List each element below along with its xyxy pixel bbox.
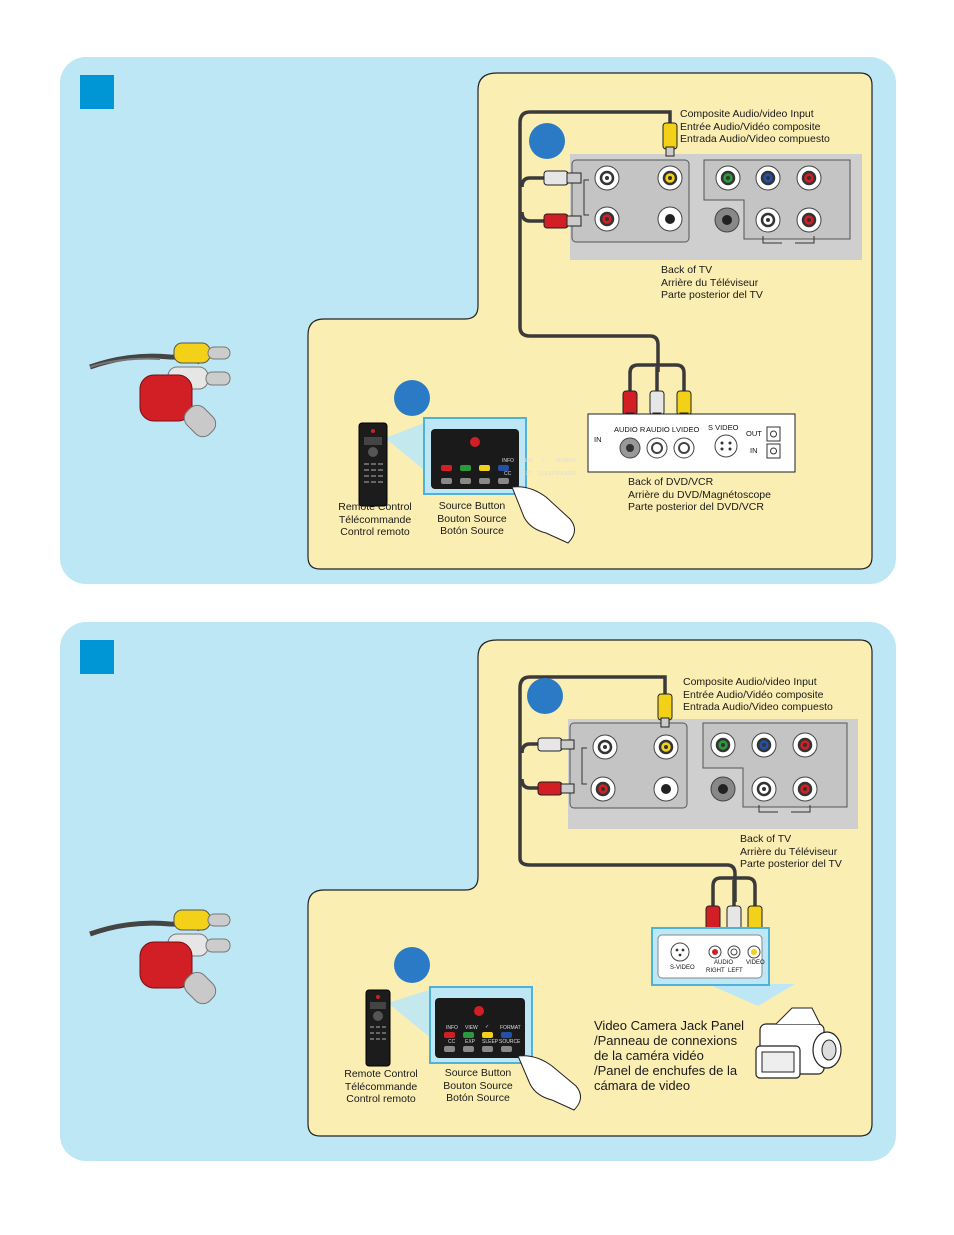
btn-exp-label: EXP — [465, 1039, 476, 1045]
rca-cable-illustration — [89, 342, 231, 438]
btn-cc-label: CC — [448, 1039, 456, 1045]
remote-icon — [358, 422, 388, 507]
cam-audio-label: AUDIO — [714, 960, 734, 966]
dvd-video-label: VIDEO — [676, 425, 700, 434]
step-badge-b — [394, 380, 430, 416]
cam-right-label: RIGHT — [706, 968, 725, 974]
btn-source-label: SOURCE — [499, 1039, 521, 1045]
btn-check-label: ✓ — [485, 1024, 490, 1030]
panel-2-diagram — [89, 639, 873, 1137]
tv-plugs — [537, 693, 673, 796]
dvd-audio-l-label: AUDIO L — [646, 425, 677, 434]
btn-source-label: SOURCE — [555, 471, 577, 477]
tv-jacks — [583, 165, 822, 244]
dvd-audio-r-label: AUDIO R — [614, 425, 646, 434]
step-marker-2 — [80, 640, 114, 674]
btn-view-label: VIEW — [465, 1025, 478, 1031]
cables — [518, 675, 757, 908]
dvd-in-label: IN — [594, 435, 602, 444]
rca-cable-illustration — [89, 909, 231, 1005]
step-marker-1 — [80, 75, 114, 109]
diagram-area — [307, 72, 873, 570]
step-badge-b — [394, 947, 430, 983]
dvd-s-video-label: S VIDEO — [708, 423, 739, 432]
btn-info-label: INFO — [502, 458, 514, 464]
btn-sleep-label: SLEEP — [482, 1039, 499, 1045]
btn-format-label: FORMAT — [556, 458, 577, 464]
btn-sleep-label: SLEEP — [539, 471, 556, 477]
step-badge-a — [529, 123, 565, 159]
btn-format-label: FORMAT — [500, 1025, 521, 1031]
panel-1-diagram — [89, 72, 873, 570]
btn-check-label: ✓ — [541, 457, 546, 463]
camera-panel-label: Video Camera Jack Panel/Panneau de conne… — [594, 1018, 745, 1093]
camcorder-icon — [755, 1007, 842, 1079]
cam-s-video-label: S-VIDEO — [670, 965, 695, 971]
btn-cc-label: CC — [504, 471, 512, 477]
tv-jacks — [581, 732, 818, 813]
btn-view-label: VIEW — [520, 458, 533, 464]
btn-info-label: INFO — [446, 1025, 458, 1031]
hand-icon — [511, 486, 575, 544]
remote-icon — [365, 989, 391, 1067]
btn-exp-label: EXP — [522, 471, 533, 477]
step-badge-a — [527, 678, 563, 714]
cam-video-label: VIDEO — [746, 960, 765, 966]
cam-left-label: LEFT — [728, 968, 743, 974]
dvd-in2-label: IN — [750, 446, 758, 455]
cables — [518, 110, 686, 393]
hand-icon — [517, 1055, 581, 1111]
tv-plugs — [543, 122, 678, 229]
dvd-out-label: OUT — [746, 429, 762, 438]
